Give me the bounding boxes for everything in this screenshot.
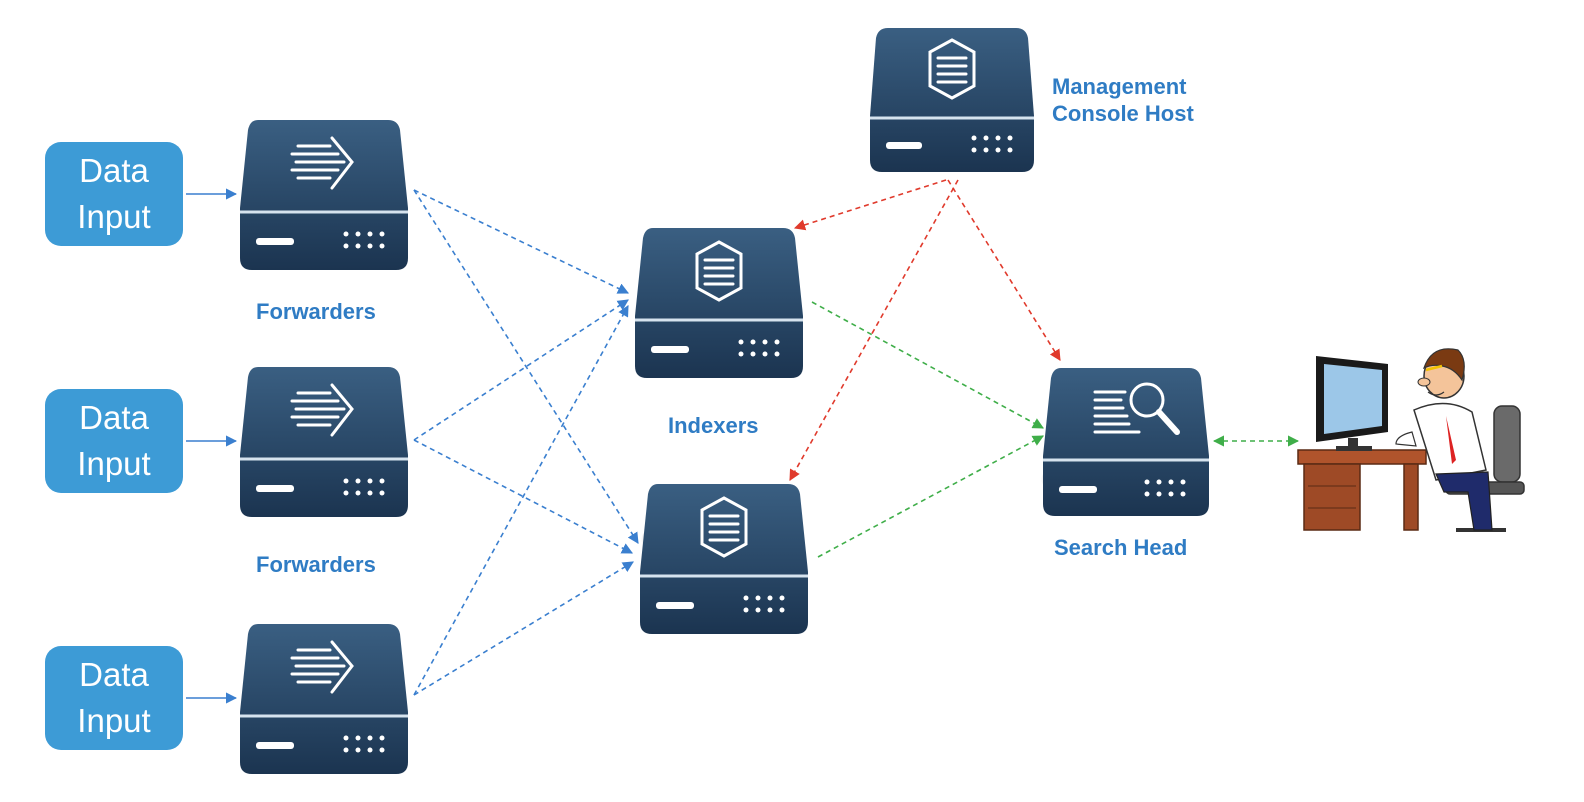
management-label-line2: Console Host — [1052, 101, 1194, 126]
link-forwarder3-indexer1 — [413, 305, 629, 696]
forwarder-to-indexer-links — [413, 189, 639, 696]
link-indexer1-searchhead — [811, 301, 1044, 429]
data-input-text: Data Input — [77, 148, 150, 240]
data-input-line1: Data — [79, 656, 149, 693]
link-management-searchhead — [947, 179, 1061, 361]
indexers-label: Indexers — [668, 413, 759, 438]
management-console-server — [870, 28, 1034, 172]
link-forwarder1-indexer1 — [413, 189, 630, 294]
data-input-line1: Data — [79, 152, 149, 189]
search-head-label: Search Head — [1054, 535, 1188, 560]
indexer-server — [640, 484, 808, 634]
forwarder-server — [240, 624, 408, 774]
forwarder-server — [240, 367, 408, 517]
data-input-box: Data Input — [45, 389, 183, 493]
data-input-text: Data Input — [77, 395, 150, 487]
forward-arrow-icon — [290, 136, 354, 190]
link-forwarder1-indexer2 — [413, 189, 639, 544]
link-forwarder2-indexer1 — [413, 299, 629, 441]
data-input-line2: Input — [77, 445, 151, 482]
data-input-box: Data Input — [45, 646, 183, 750]
link-management-indexer2 — [789, 179, 959, 481]
forward-arrow-icon — [290, 640, 354, 694]
user-at-computer-icon — [1297, 348, 1525, 532]
forwarders-label: Forwarders — [256, 552, 376, 577]
indexer-server — [635, 228, 803, 378]
forwarders-label: Forwarders — [256, 299, 376, 324]
database-shield-icon — [928, 38, 976, 100]
database-shield-icon — [700, 496, 748, 558]
link-forwarder3-indexer2 — [413, 561, 634, 696]
management-console-label: Management Console Host — [1052, 73, 1194, 127]
data-input-line2: Input — [77, 198, 151, 235]
data-input-line2: Input — [77, 702, 151, 739]
magnifier-document-icon — [1093, 382, 1180, 435]
link-forwarder2-indexer2 — [413, 439, 633, 554]
indexer-to-searchhead-links — [811, 301, 1300, 558]
forward-arrow-icon — [290, 383, 354, 437]
input-connectors — [186, 188, 238, 704]
management-label-line1: Management — [1052, 74, 1187, 99]
data-input-line1: Data — [79, 399, 149, 436]
search-head-server — [1043, 368, 1209, 516]
link-management-indexer1 — [793, 179, 947, 231]
forwarder-server — [240, 120, 408, 270]
link-indexer2-searchhead — [817, 435, 1044, 558]
management-links — [789, 179, 1061, 481]
database-shield-icon — [695, 240, 743, 302]
data-input-box: Data Input — [45, 142, 183, 246]
data-input-text: Data Input — [77, 652, 150, 744]
